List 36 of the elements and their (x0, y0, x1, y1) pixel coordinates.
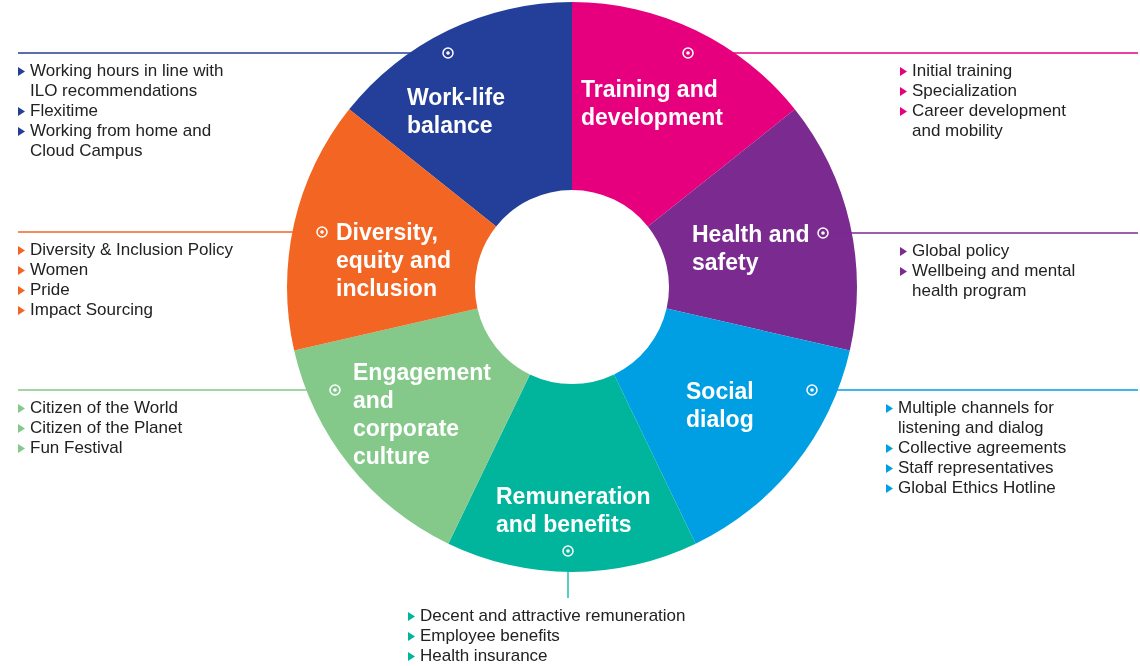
leader-line (562, 545, 574, 599)
list-item: Career development and mobility (912, 101, 1068, 141)
list-item: Global policy (912, 241, 1010, 261)
segment-title: Remuneration and benefits (496, 482, 652, 538)
leader-line (817, 227, 1139, 239)
list-item: Staff representatives (898, 458, 1054, 478)
list-item: Citizen of the World (30, 398, 179, 418)
list-item: Wellbeing and mental health program (912, 261, 1077, 301)
segment-title: Engagement and corporate culture (353, 358, 493, 470)
list-item: Fun Festival (30, 438, 123, 458)
list-item: Health insurance (420, 646, 548, 666)
segment-title: Diversity, equity and inclusion (336, 218, 452, 302)
segment-title: Training and development (581, 75, 724, 131)
list-item: Specialization (912, 81, 1017, 101)
list-item: Multiple channels for listening and dialog (898, 398, 1055, 438)
list-item: Diversity & Inclusion Policy (30, 240, 234, 260)
list-item: Pride (30, 280, 70, 300)
list-item: Citizen of the Planet (30, 418, 183, 438)
leader-line (17, 47, 454, 59)
list-item: Collective agreements (898, 438, 1067, 458)
leader-line (17, 226, 328, 238)
list-item: Employee benefits (420, 626, 560, 646)
list-item: Flexitime (30, 101, 98, 121)
list-item: Working hours in line with ILO recommendations (30, 61, 225, 101)
leader-line (682, 47, 1139, 59)
list-item: Initial training (912, 61, 1013, 81)
list-item: Impact Sourcing (30, 300, 153, 320)
leader-line (17, 384, 341, 396)
list-item: Global Ethics Hotline (898, 478, 1056, 498)
list-item: Working from home and Cloud Campus (30, 121, 213, 161)
segment-title: Health and safety (692, 220, 811, 276)
list-item: Women (30, 260, 89, 280)
segment-title: Social dialog (686, 377, 755, 433)
leader-line (806, 384, 1139, 396)
list-item: Decent and attractive remuneration (420, 606, 686, 626)
segment-title: Work-life balance (407, 83, 506, 139)
